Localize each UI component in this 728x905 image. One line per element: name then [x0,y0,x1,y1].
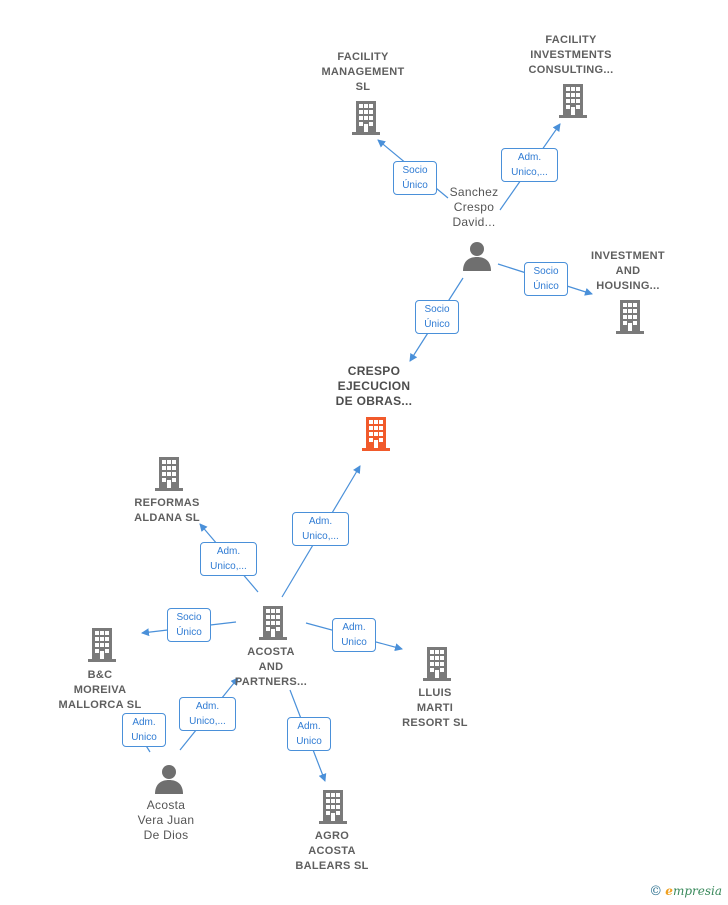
edge-label-adm-unico[interactable]: Adm. Unico [122,713,166,747]
label-line: AND [615,265,641,277]
edge-label-line: Adm. [297,721,321,732]
label-line: INVESTMENT [591,250,665,262]
node-acosta-vera-juan[interactable]: Acosta Vera Juan De Dios [126,798,206,843]
edge-label-line: Socio [402,165,428,176]
building-icon[interactable] [557,84,589,118]
building-icon[interactable] [614,300,646,334]
edge-label-line: Adm. [132,717,156,728]
edge-label-line: Socio [176,612,202,623]
edge-label-adm-unico[interactable]: Adm. Unico [287,717,331,751]
node-bc-moreiva-mallorca[interactable]: B&C MOREIVA MALLORCA SL [50,668,150,713]
edge-label-line: Unico [131,732,157,743]
label-line: David... [452,215,496,229]
edge-label-line: Unico [341,637,367,648]
label-line: DE OBRAS... [335,394,413,408]
edge-label-adm-unico[interactable]: Adm. Unico,... [200,542,257,576]
building-icon[interactable] [153,457,185,491]
label-line: EJECUCION [337,379,411,393]
label-line: Vera Juan [137,813,195,827]
label-line: AGRO [314,830,350,842]
node-reformas-aldana[interactable]: REFORMAS ALDANA SL [117,496,217,526]
node-crespo-ejecucion[interactable]: CRESPO EJECUCION DE OBRAS... [324,364,424,409]
label-line: RESORT SL [402,717,468,729]
label-line: Acosta [146,798,186,812]
edge-label-line: Unico,... [210,561,247,572]
edge-label-line: Adm. [342,622,366,633]
edge-label-line: Único [176,627,202,638]
edge-label-socio-unico[interactable]: Socio Único [167,608,211,642]
edge-label-line: Adm. [216,546,241,557]
label-line: ACOSTA [247,646,295,658]
node-sanchez-crespo-david[interactable]: Sanchez Crespo David... [434,185,514,230]
building-icon[interactable] [257,606,289,640]
label-line: FACILITY [545,34,597,46]
edge-label-line: Unico,... [189,716,226,727]
building-icon[interactable] [360,417,392,451]
label-line: ACOSTA [308,845,356,857]
label-line: HOUSING... [596,280,660,292]
label-line: LLUIS [418,687,452,699]
label-line: FACILITY [337,51,389,63]
building-icon[interactable] [317,790,349,824]
edge-label-line: Socio [424,304,450,315]
copyright-icon: © [649,884,663,899]
node-acosta-and-partners[interactable]: ACOSTA AND PARTNERS... [221,645,321,690]
brand-initial: e [665,884,673,898]
node-lluis-marti-resort[interactable]: LLUIS MARTI RESORT SL [385,686,485,731]
edge-label-adm-unico[interactable]: Adm. Unico,... [501,148,558,182]
edge-label-line: Unico,... [511,167,548,178]
edge-label-socio-unico[interactable]: Socio Único [415,300,459,334]
building-icon[interactable] [350,101,382,135]
label-line: MANAGEMENT [321,66,405,78]
person-icon[interactable] [154,764,184,794]
edge-label-line: Socio [533,266,559,277]
label-line: PARTNERS... [234,676,308,688]
node-facility-investments[interactable]: FACILITY INVESTMENTS CONSULTING... [521,33,621,78]
label-line: REFORMAS [134,497,200,509]
edge-label-line: Único [424,319,450,330]
person-icon[interactable] [462,241,492,271]
label-line: Sanchez [449,185,499,199]
label-line: Crespo [453,200,495,214]
building-icon[interactable] [86,628,118,662]
edge-label-socio-unico[interactable]: Socio Único [524,262,568,296]
footer-brand[interactable]: ©empresia [649,884,722,899]
building-icon[interactable] [421,647,453,681]
label-line: MOREIVA [73,684,127,696]
label-line: AND [258,661,284,673]
edge-label-line: Único [533,281,559,292]
label-line: SL [355,81,371,93]
label-line: INVESTMENTS [530,49,612,61]
label-line: CONSULTING... [528,64,614,76]
label-line: MARTI [416,702,454,714]
brand-name: mpresia [672,884,722,898]
label-line: CRESPO [347,364,401,378]
node-agro-acosta-balears[interactable]: AGRO ACOSTA BALEARS SL [282,829,382,874]
edge-label-adm-unico[interactable]: Adm. Unico,... [292,512,349,546]
edge-label-line: Adm. [517,152,542,163]
edge-label-line: Unico [296,736,322,747]
label-line: BALEARS SL [295,860,369,872]
label-line: De Dios [143,828,189,842]
label-line: B&C [87,669,113,681]
edge-label-adm-unico[interactable]: Adm. Unico,... [179,697,236,731]
edge-label-socio-unico[interactable]: Socio Único [393,161,437,195]
edge-label-line: Único [402,180,428,191]
edge-label-adm-unico[interactable]: Adm. Unico [332,618,376,652]
edge-label-line: Unico,... [302,531,339,542]
label-line: ALDANA SL [134,512,200,524]
node-facility-management[interactable]: FACILITY MANAGEMENT SL [313,50,413,95]
label-line: MALLORCA SL [58,699,142,711]
edge-label-line: Adm. [308,516,333,527]
edge-label-line: Adm. [195,701,220,712]
node-investment-and-housing[interactable]: INVESTMENT AND HOUSING... [578,249,678,294]
